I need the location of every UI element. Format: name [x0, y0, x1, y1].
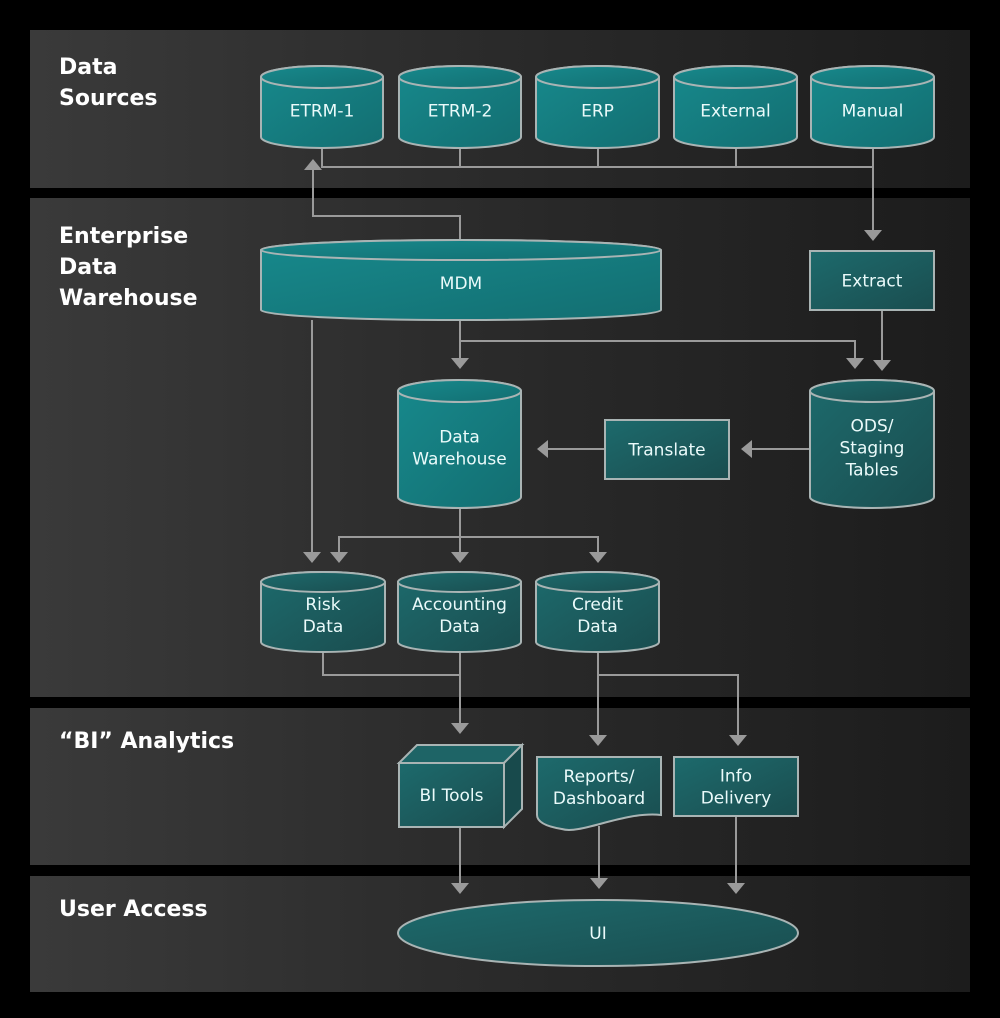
layer-title: Enterprise Data Warehouse	[59, 224, 198, 311]
etrm2-node[interactable]	[398, 65, 522, 149]
cube-front	[398, 762, 505, 828]
manual-node[interactable]	[810, 65, 935, 149]
arrowhead-icon	[729, 735, 747, 746]
external-label: External	[700, 102, 771, 122]
extract-node[interactable]	[809, 250, 935, 311]
connectors	[303, 148, 891, 894]
layer-title: “BI” Analytics	[59, 729, 235, 754]
cylinder-top	[260, 571, 386, 593]
info-delivery-node[interactable]	[673, 756, 799, 817]
accounting-node[interactable]	[397, 571, 522, 653]
rect-shape	[809, 250, 935, 311]
etrm1-node[interactable]	[260, 65, 384, 149]
manual-label: Manual	[842, 102, 904, 122]
erp-label: ERP	[581, 102, 614, 122]
ods-node[interactable]	[809, 379, 935, 509]
erp-node[interactable]	[535, 65, 660, 149]
connector-line	[598, 674, 739, 735]
cylinder-top	[535, 65, 660, 89]
document-shape	[536, 756, 662, 831]
arrowhead-icon	[304, 159, 322, 170]
arrowhead-icon	[727, 883, 745, 894]
credit-node[interactable]	[535, 571, 660, 653]
extract-label: Extract	[842, 272, 903, 292]
external-node[interactable]	[673, 65, 798, 149]
etrm1-label: ETRM-1	[290, 102, 355, 122]
cylinder-top	[397, 379, 522, 403]
risk-node[interactable]	[260, 571, 386, 653]
etrm2-label: ETRM-2	[428, 102, 493, 122]
ui-node[interactable]	[397, 899, 799, 967]
data-warehouse-node[interactable]	[397, 379, 522, 509]
mdm-node[interactable]	[260, 239, 662, 321]
arrowhead-icon	[846, 358, 864, 369]
arrowhead-icon	[451, 358, 469, 369]
sources-bus	[321, 148, 873, 168]
cylinder-top	[398, 65, 522, 89]
cylinder-top	[260, 239, 662, 261]
rect-shape	[673, 756, 799, 817]
arrowhead-icon	[589, 552, 607, 563]
cylinder-top	[260, 65, 384, 89]
arrowhead-icon	[864, 230, 882, 241]
layer-user-access: User Access	[30, 876, 970, 992]
translate-node[interactable]	[604, 419, 730, 480]
rect-shape	[604, 419, 730, 480]
cube-top	[396, 744, 525, 764]
bi-tools-node[interactable]	[396, 742, 525, 830]
cylinder-top	[535, 571, 660, 593]
ellipse-shape	[397, 899, 799, 967]
arrowhead-icon	[303, 552, 321, 563]
arrowhead-icon	[330, 552, 348, 563]
cylinder-top	[397, 571, 522, 593]
arrowhead-icon	[451, 552, 469, 563]
connector-line	[312, 170, 461, 240]
arrowhead-icon	[873, 360, 891, 371]
reports-label: Reports/Dashboard	[553, 767, 645, 809]
arrowhead-icon	[451, 883, 469, 894]
ui-label: UI	[589, 924, 606, 944]
translate-label: Translate	[627, 441, 705, 461]
arrowhead-icon	[451, 723, 469, 734]
connector-line	[460, 340, 856, 358]
mdm-label: MDM	[440, 274, 482, 294]
cylinder-top	[673, 65, 798, 89]
layer-title: Data Sources	[59, 55, 158, 111]
connector-line	[322, 652, 460, 676]
arrowhead-icon	[590, 878, 608, 889]
reports-node[interactable]	[536, 756, 662, 831]
cylinder-top	[810, 65, 935, 89]
arrowhead-icon	[589, 735, 607, 746]
layer-title: User Access	[59, 897, 208, 922]
cylinder-top	[809, 379, 935, 403]
bi-tools-label: BI Tools	[420, 786, 484, 806]
arrowhead-icon	[741, 440, 752, 458]
connector-line	[338, 536, 599, 552]
arrowhead-icon	[537, 440, 548, 458]
